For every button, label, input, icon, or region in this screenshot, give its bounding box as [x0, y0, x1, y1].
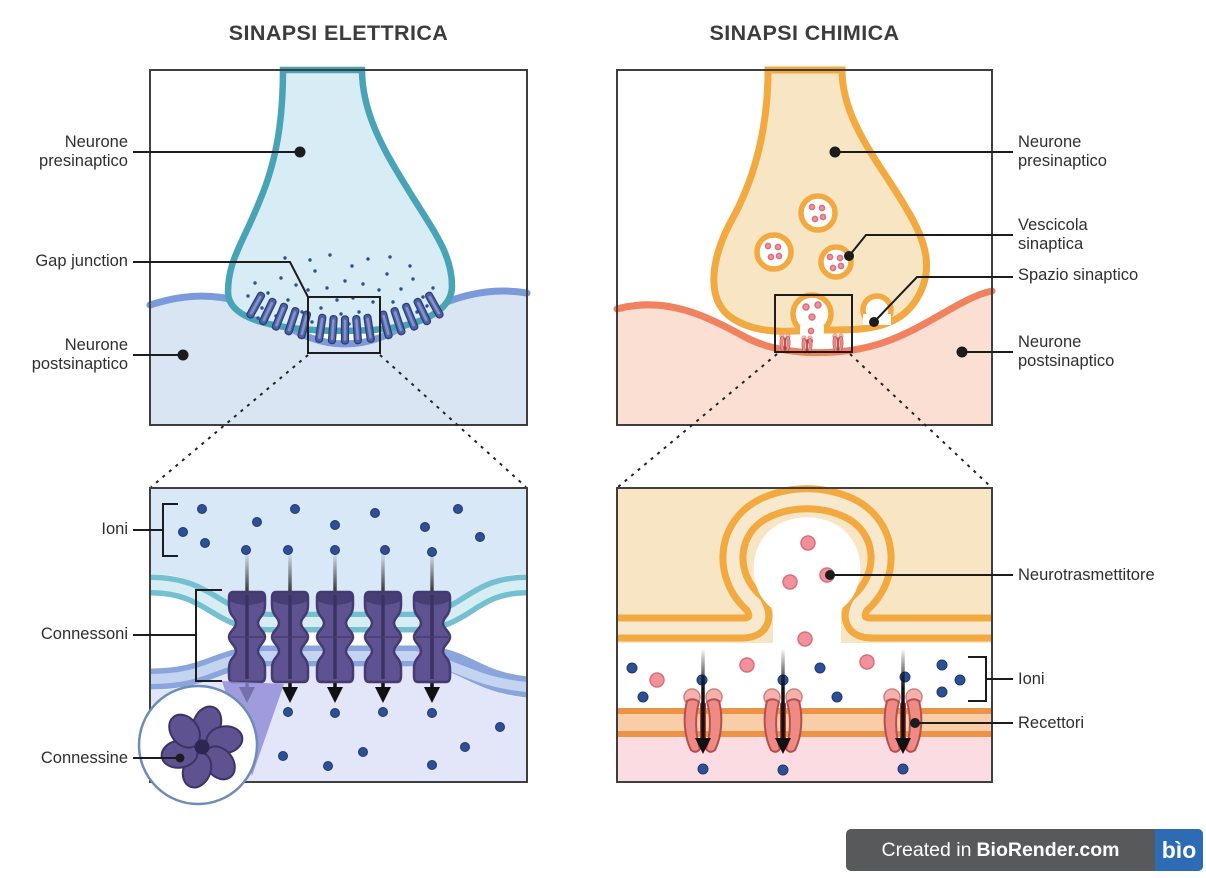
postsynaptic-membrane [618, 708, 991, 737]
label-gap-junction: Gap junction [35, 252, 128, 270]
badge-text: Created in BioRender.com [881, 838, 1120, 861]
label-ions-chemical: Ioni [1018, 670, 1045, 688]
ion-dots-bottom [278, 707, 505, 771]
title-electrical-synapse: SINAPSI ELETTRICA [228, 21, 449, 45]
label-synaptic-space: Spazio sinaptico [1018, 266, 1139, 284]
zoom-connector-lines-chemical [617, 353, 992, 488]
biorender-badge: Created in BioRender.com bìo [846, 829, 1203, 871]
biorender-logo-icon: bìo [1155, 829, 1203, 871]
electrical-zoom-panel [137, 487, 529, 806]
electrical-overview-panel [146, 66, 531, 426]
chemical-overview-panel [613, 66, 996, 426]
postsynaptic-neuron-shape [617, 291, 992, 424]
label-synaptic-vesicle: Vescicola sinaptica [1018, 216, 1088, 253]
inspection-callout-box [774, 294, 853, 353]
inspection-callout-box [307, 296, 381, 354]
connexon-channels [227, 590, 452, 684]
synaptic-vesicles [754, 193, 854, 280]
zoom-connector-lines-electrical [150, 354, 527, 488]
label-postsynaptic-neuron-electrical: Neurone postsinaptico [31, 336, 128, 373]
ion-speckles [246, 253, 435, 326]
title-chemical-synapse: SINAPSI CHIMICA [709, 21, 900, 45]
label-receptors: Recettori [1018, 714, 1085, 732]
label-connexins: Connessine [40, 749, 128, 767]
chemical-zoom-panel [616, 485, 993, 783]
callout-pointers [133, 146, 1013, 763]
label-presynaptic-neuron-electrical: Neurone presinaptico [39, 133, 128, 170]
label-neurotransmitter: Neurotrasmettitore [1018, 566, 1155, 584]
postsynaptic-neuron-shape [150, 291, 527, 424]
ion-dots-below [697, 763, 909, 776]
connexin-inset-circle [137, 684, 259, 806]
ion-flow-arrows [695, 650, 911, 754]
presynaptic-membrane-omega [617, 485, 992, 644]
label-ions-electrical: Ioni [101, 520, 128, 538]
label-presynaptic-neuron-chemical: Neurone presinaptico [1018, 133, 1107, 170]
label-postsynaptic-neuron-chemical: Neurone postsinaptico [1018, 333, 1115, 370]
label-connexons: Connessoni [40, 625, 128, 643]
